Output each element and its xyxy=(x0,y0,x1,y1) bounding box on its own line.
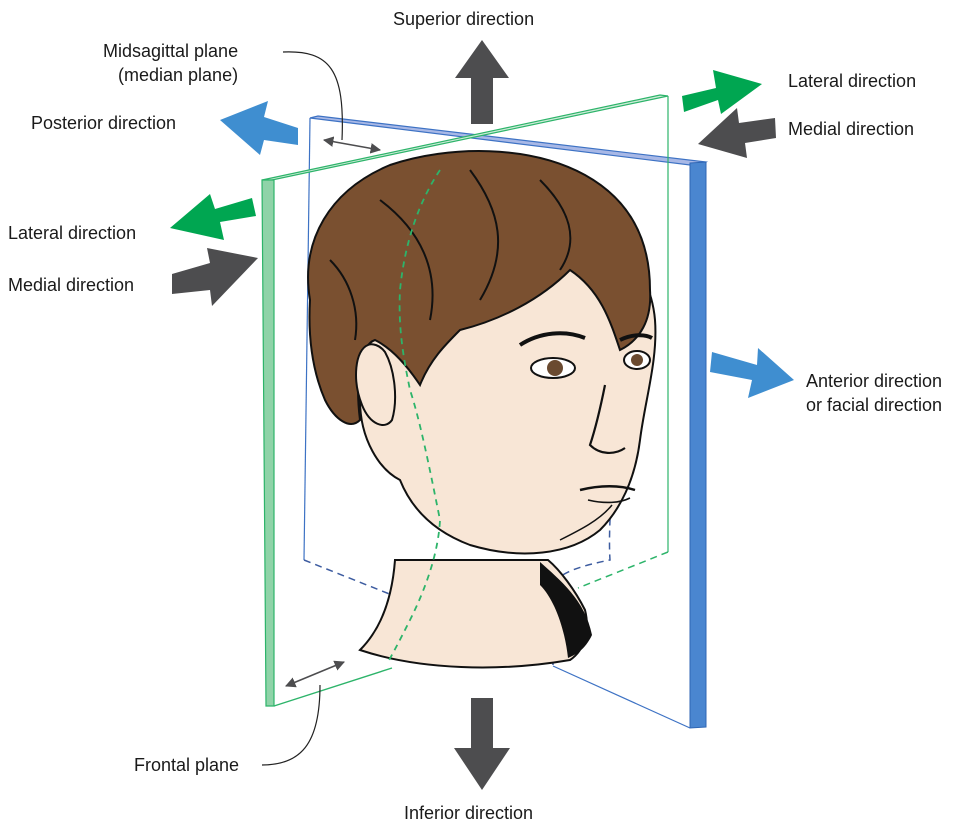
medial-left-arrow xyxy=(172,248,258,306)
frontal-thickness-arrow xyxy=(286,662,344,686)
lateral-left-arrow xyxy=(170,194,256,240)
midsagittal-plane-front-edge xyxy=(690,162,706,728)
superior-arrow xyxy=(455,40,509,124)
posterior-direction-label: Posterior direction xyxy=(31,112,176,134)
posterior-arrow xyxy=(220,101,298,155)
midsagittal-plane-label: Midsagittal plane xyxy=(103,40,238,62)
lateral-direction-label-left: Lateral direction xyxy=(8,222,136,244)
anterior-arrow xyxy=(710,348,794,398)
medial-right-arrow xyxy=(698,108,776,158)
inferior-direction-label: Inferior direction xyxy=(404,802,533,824)
median-plane-label: (median plane) xyxy=(118,64,238,86)
midsagittal-thickness-arrow xyxy=(324,140,380,150)
anterior-direction-label: Anterior direction xyxy=(806,370,942,392)
lateral-right-arrow xyxy=(682,70,762,114)
frontal-plane-side-edge xyxy=(262,180,274,706)
facial-direction-label: or facial direction xyxy=(806,394,942,416)
frontal-plane-label: Frontal plane xyxy=(134,754,239,776)
lateral-direction-label-right: Lateral direction xyxy=(788,70,916,92)
medial-direction-label-left: Medial direction xyxy=(8,274,134,296)
superior-direction-label: Superior direction xyxy=(393,8,534,30)
medial-direction-label-right: Medial direction xyxy=(788,118,914,140)
head-illustration xyxy=(308,151,655,667)
inferior-arrow xyxy=(454,698,510,790)
